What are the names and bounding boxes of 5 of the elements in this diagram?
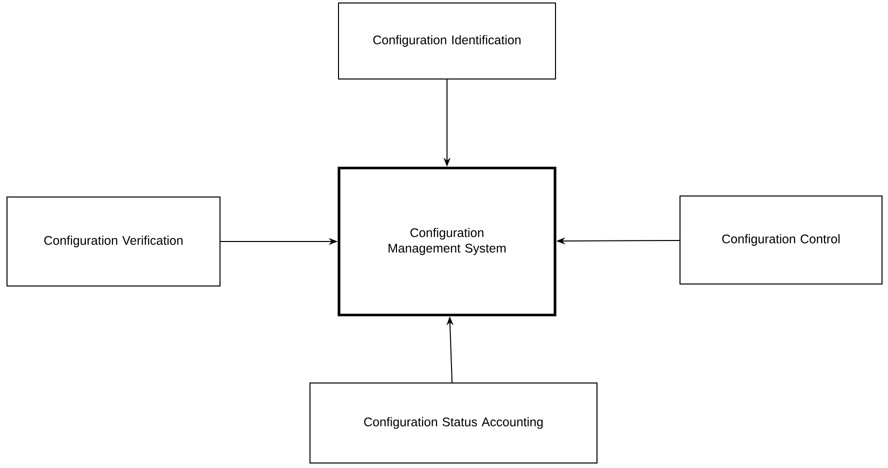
process-box: Configuration Status Accounting [310,382,598,464]
process-box: Configuration Identification [338,2,556,80]
process-box: Configuration Verification [6,196,220,286]
process-box: Configuration Control [680,196,882,284]
system-box: Configuration Management System [338,166,556,316]
